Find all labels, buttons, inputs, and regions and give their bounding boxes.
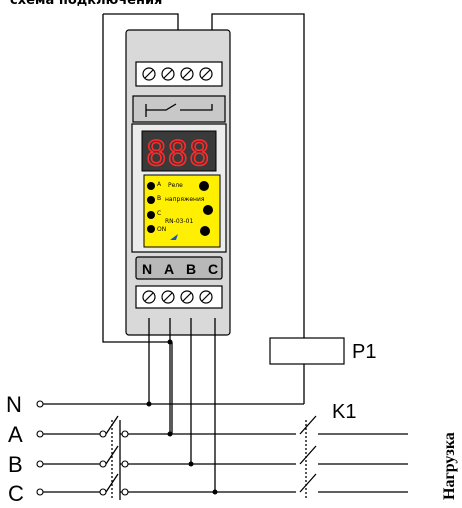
top-terminal-screws bbox=[142, 67, 213, 81]
circuit-breaker bbox=[99, 415, 129, 500]
voltage-relay-device: 888 A B C ON Реле напряжения RN-03-01 N … bbox=[125, 29, 231, 336]
line-label-a: A bbox=[8, 422, 23, 447]
terminal-label-n: N bbox=[142, 261, 152, 277]
relay-label: P1 bbox=[352, 341, 376, 363]
contactor-label: K1 bbox=[332, 401, 356, 423]
terminal-label-a: A bbox=[164, 261, 174, 277]
brand-logo-icon bbox=[170, 234, 178, 240]
bottom-terminal-screws bbox=[142, 290, 213, 304]
terminal-label-b: B bbox=[186, 261, 196, 277]
line-label-b: B bbox=[8, 452, 23, 477]
panel-indicator-leds bbox=[147, 182, 155, 233]
panel-buttons bbox=[199, 181, 213, 236]
node-coil bbox=[167, 339, 173, 345]
led-label-c: C bbox=[157, 210, 161, 217]
panel-label-rele: Реле bbox=[168, 182, 183, 189]
relay-coil-p1 bbox=[269, 337, 345, 365]
bottom-terminal-block bbox=[135, 285, 223, 309]
bottom-label-strip bbox=[135, 256, 223, 280]
contactor-k1 bbox=[299, 415, 317, 500]
led-label-b: B bbox=[157, 195, 161, 202]
line-label-n: N bbox=[6, 392, 22, 417]
diagram-title: схема подключения bbox=[10, 0, 162, 8]
panel-label-napryazheniya: напряжения bbox=[165, 196, 205, 203]
contact-symbol-panel bbox=[132, 95, 226, 123]
load-label: Нагрузка bbox=[441, 432, 458, 500]
relay-contact-icon bbox=[145, 103, 213, 117]
display-digits: 888 bbox=[146, 134, 210, 174]
led-label-a: A bbox=[157, 181, 162, 188]
line-label-c: C bbox=[8, 481, 24, 506]
terminal-circles bbox=[36, 400, 44, 496]
panel-model: RN-03-01 bbox=[165, 218, 193, 225]
terminal-label-c: C bbox=[208, 261, 218, 277]
led-label-on: ON bbox=[157, 226, 166, 233]
display-window bbox=[141, 130, 217, 172]
